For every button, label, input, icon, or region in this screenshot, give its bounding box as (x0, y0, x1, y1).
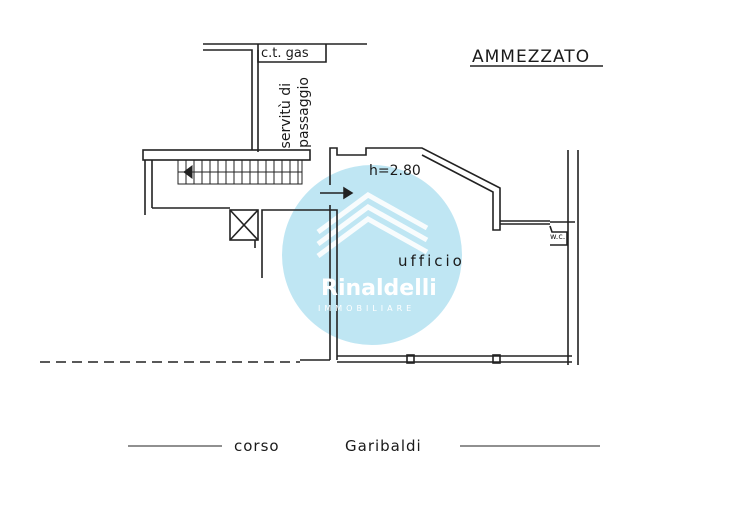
wc-label: w.c. (550, 232, 566, 241)
passage-label-2: passaggio (296, 77, 312, 148)
room-label-ufficio: ufficio (398, 252, 465, 270)
gas-label: c.t. gas (261, 46, 309, 61)
watermark-brand: Rinaldelli (321, 276, 437, 301)
floor-title: AMMEZZATO (472, 47, 591, 67)
street-word-garibaldi: Garibaldi (345, 437, 422, 455)
stairs (177, 159, 303, 185)
watermark-subtitle: IMMOBILIARE (318, 304, 416, 313)
passage-label-1: servitù di (278, 83, 294, 149)
street-word-corso: corso (234, 437, 280, 455)
entrance-arrow-icon (320, 186, 354, 200)
walls (40, 43, 603, 447)
ceiling-height-label: h=2.80 (369, 163, 421, 179)
